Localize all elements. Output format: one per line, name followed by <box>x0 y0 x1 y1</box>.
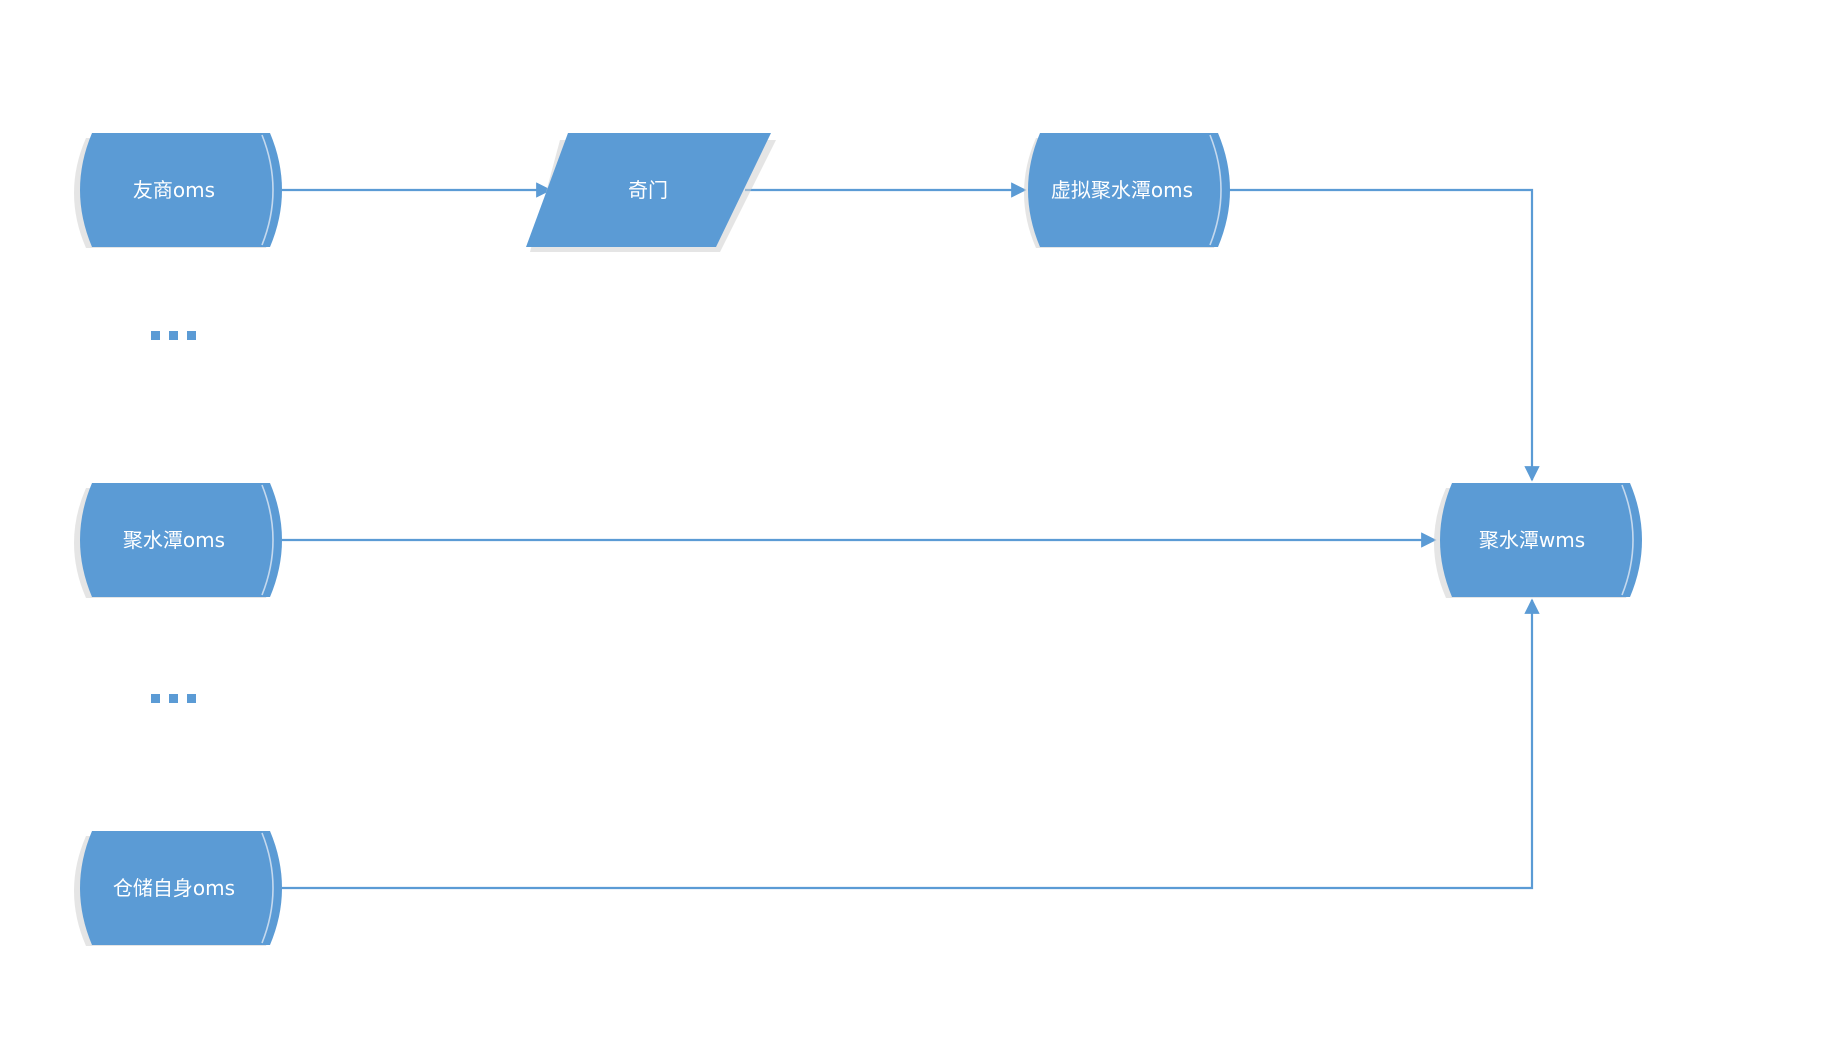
connectors <box>282 182 1540 890</box>
node-label: 友商oms <box>133 178 215 202</box>
node-jst-oms: 聚水潭oms <box>74 483 282 598</box>
node-label: 聚水潭wms <box>1479 528 1585 552</box>
node-label: 聚水潭oms <box>123 528 225 552</box>
node-qimen: 奇门 <box>526 133 776 252</box>
ellipsis-marker <box>151 331 196 340</box>
node-virtual-jst-oms: 虚拟聚水潭oms <box>1024 133 1230 248</box>
node-warehouse-oms: 仓储自身oms <box>74 831 282 946</box>
node-youshang-oms: 友商oms <box>74 133 282 248</box>
connector-warehouse-oms-to-wms <box>282 598 1540 890</box>
node-jst-wms: 聚水潭wms <box>1434 483 1642 598</box>
connector-virtual-oms-to-wms <box>1227 188 1540 482</box>
node-label: 虚拟聚水潭oms <box>1051 178 1193 202</box>
node-label: 仓储自身oms <box>113 876 235 900</box>
node-label: 奇门 <box>628 178 668 202</box>
ellipsis-marker <box>151 694 196 703</box>
